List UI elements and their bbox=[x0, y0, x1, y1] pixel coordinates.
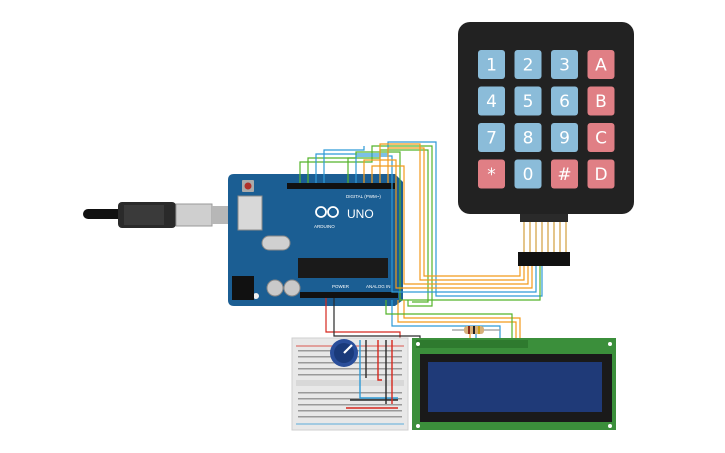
header-digital bbox=[287, 183, 395, 189]
key-3[interactable]: 3 bbox=[551, 50, 578, 79]
key-hash[interactable]: # bbox=[551, 159, 578, 189]
resistor bbox=[452, 326, 500, 334]
key-label: 1 bbox=[486, 56, 497, 76]
key-label: C bbox=[595, 129, 607, 149]
key-0[interactable]: 0 bbox=[514, 159, 542, 189]
key-label: 5 bbox=[523, 92, 534, 112]
key-label: 4 bbox=[486, 92, 497, 112]
lcd-screen bbox=[428, 362, 602, 412]
uno-logo: UNO bbox=[347, 207, 374, 221]
key-label: A bbox=[595, 56, 607, 76]
key-label: D bbox=[594, 165, 607, 185]
keypad: 1 2 3 A 4 5 6 B 7 8 9 C * 0 # D bbox=[458, 22, 634, 266]
key-star[interactable]: * bbox=[478, 159, 505, 189]
analog-label: ANALOG IN bbox=[366, 284, 391, 289]
key-label: # bbox=[557, 165, 571, 185]
breadboard bbox=[291, 337, 409, 431]
lcd-wires bbox=[325, 298, 521, 338]
lcd-display bbox=[412, 338, 616, 430]
key-label: 6 bbox=[559, 92, 570, 112]
key-D[interactable]: D bbox=[587, 159, 615, 189]
keypad-wires bbox=[299, 141, 543, 307]
infinity-logo bbox=[315, 206, 339, 218]
key-9[interactable]: 9 bbox=[551, 123, 578, 152]
keypad-connector bbox=[518, 252, 570, 266]
key-label: 7 bbox=[486, 129, 497, 149]
key-2[interactable]: 2 bbox=[514, 50, 542, 79]
power-label: POWER bbox=[332, 284, 350, 289]
key-label: 9 bbox=[559, 129, 570, 149]
key-6[interactable]: 6 bbox=[551, 86, 578, 116]
key-B[interactable]: B bbox=[587, 86, 615, 116]
key-label: 0 bbox=[523, 165, 534, 185]
arduino-brand: ARDUINO bbox=[314, 224, 335, 229]
arduino-board: UNO ARDUINO DIGITAL (PWM~) POWER ANALOG … bbox=[228, 174, 403, 306]
potentiometer[interactable] bbox=[330, 339, 358, 367]
key-label: 2 bbox=[523, 56, 534, 76]
key-7[interactable]: 7 bbox=[478, 123, 505, 152]
key-1[interactable]: 1 bbox=[478, 50, 505, 79]
digital-label: DIGITAL (PWM~) bbox=[346, 194, 381, 199]
key-label: 8 bbox=[523, 129, 534, 149]
header-power-analog bbox=[300, 292, 398, 298]
key-label: 3 bbox=[559, 56, 570, 76]
key-C[interactable]: C bbox=[587, 123, 615, 152]
key-A[interactable]: A bbox=[587, 50, 615, 79]
key-8[interactable]: 8 bbox=[514, 123, 542, 152]
key-label: * bbox=[487, 165, 496, 185]
key-label: B bbox=[595, 92, 607, 112]
key-5[interactable]: 5 bbox=[514, 86, 542, 116]
key-4[interactable]: 4 bbox=[478, 86, 505, 116]
usb-cable bbox=[83, 202, 238, 228]
